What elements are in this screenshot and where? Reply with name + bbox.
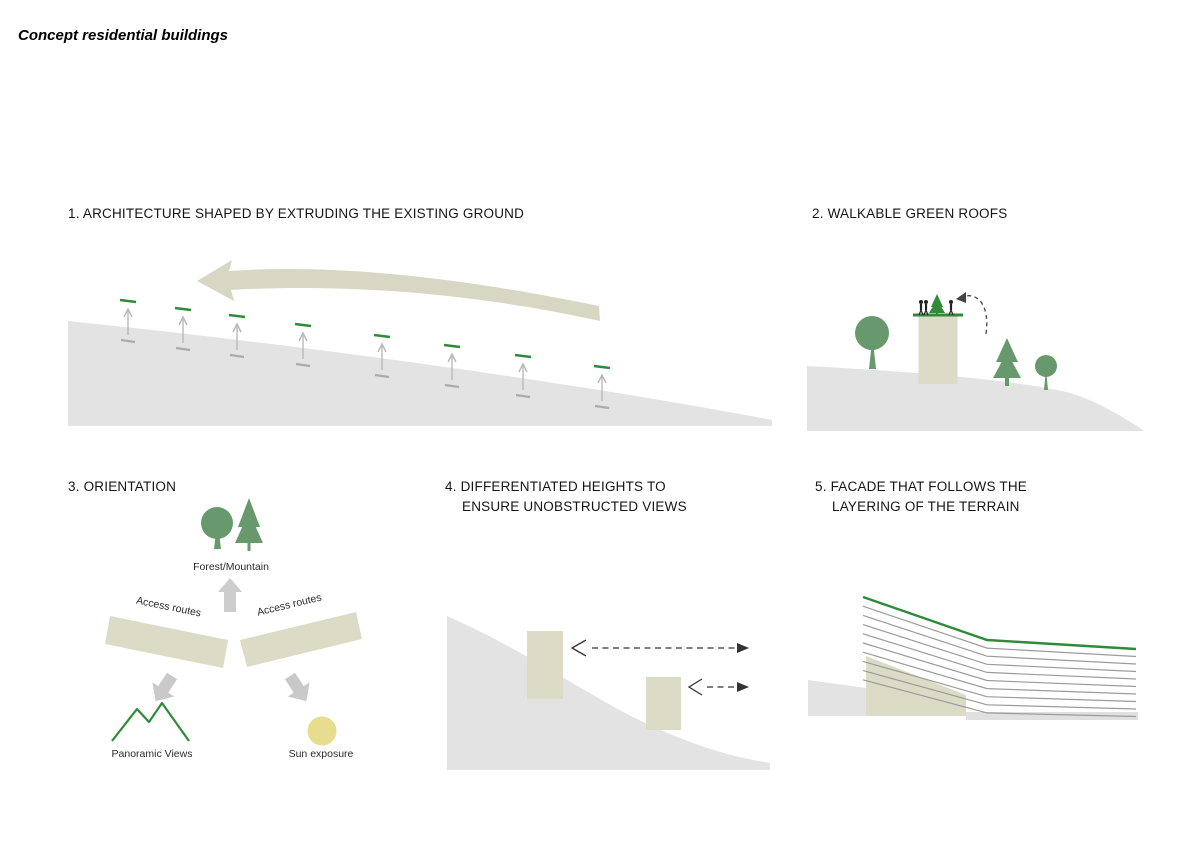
- access-routes-right-label: Access routes: [256, 592, 323, 619]
- building-block-tall: [527, 631, 563, 699]
- panel-3-heading: 3. ORIENTATION: [68, 479, 177, 494]
- panel-5-heading-line2: LAYERING OF THE TERRAIN: [832, 499, 1020, 514]
- mountain-icon: [111, 701, 190, 742]
- arrow-up-icon: [218, 578, 242, 612]
- diagram-orientation: Forest/Mountain Access routes Access rou…: [105, 498, 362, 760]
- green-roof-profile-line: [862, 595, 1137, 651]
- access-routes-left-label: Access routes: [135, 595, 202, 620]
- view-line-upper: [570, 639, 749, 657]
- terrain-slope: [807, 366, 1143, 431]
- extrude-direction-arrow: [197, 260, 600, 321]
- terrain-slope: [447, 616, 770, 770]
- ground-strip: [966, 712, 1138, 720]
- view-line-lower: [687, 678, 749, 696]
- roof-pine-tree-icon: [929, 294, 945, 316]
- terrain-slope: [68, 321, 772, 426]
- forest-mountain-label: Forest/Mountain: [193, 561, 269, 573]
- forest-round-tree-icon: [201, 507, 233, 549]
- sun-exposure-label: Sun exposure: [289, 748, 354, 760]
- roof-access-arrow: [956, 292, 988, 335]
- building-block-short: [646, 677, 681, 730]
- arrow-down-right-icon: [284, 672, 310, 702]
- panel-1-heading: 1. ARCHITECTURE SHAPED BY EXTRUDING THE …: [68, 206, 525, 221]
- facade-layer-lines: [862, 605, 1137, 718]
- building-block-left: [105, 616, 228, 668]
- diagram-extruding-ground: [68, 260, 772, 426]
- panel-4-heading: 4. DIFFERENTIATED HEIGHTS TO ENSURE UNOB…: [445, 477, 687, 517]
- building-block-right: [240, 612, 362, 667]
- building-block: [918, 315, 958, 384]
- terrain-left: [808, 680, 866, 716]
- diagram-layered-facade: [808, 595, 1138, 720]
- forest-pine-tree-icon: [235, 498, 263, 551]
- panel-5-heading-line1: 5. FACADE THAT FOLLOWS THE: [815, 479, 1027, 494]
- people-icon: [918, 300, 954, 316]
- sun-icon: [307, 716, 337, 746]
- page-title: Concept residential buildings: [18, 27, 229, 44]
- small-round-tree-icon: [1035, 355, 1057, 390]
- panoramic-views-label: Panoramic Views: [112, 748, 193, 760]
- panel-2-heading: 2. WALKABLE GREEN ROOFS: [812, 206, 1008, 221]
- arrow-down-left-icon: [152, 672, 178, 702]
- panel-4-heading-line1: 4. DIFFERENTIATED HEIGHTS TO: [445, 479, 666, 494]
- panel-4-heading-line2: ENSURE UNOBSTRUCTED VIEWS: [462, 499, 687, 514]
- diagram-differentiated-heights: [447, 616, 770, 770]
- diagram-green-roofs: [807, 292, 1143, 431]
- panel-5-heading: 5. FACADE THAT FOLLOWS THE LAYERING OF T…: [815, 477, 1027, 517]
- pine-tree-icon: [993, 338, 1021, 386]
- round-tree-icon: [855, 316, 889, 369]
